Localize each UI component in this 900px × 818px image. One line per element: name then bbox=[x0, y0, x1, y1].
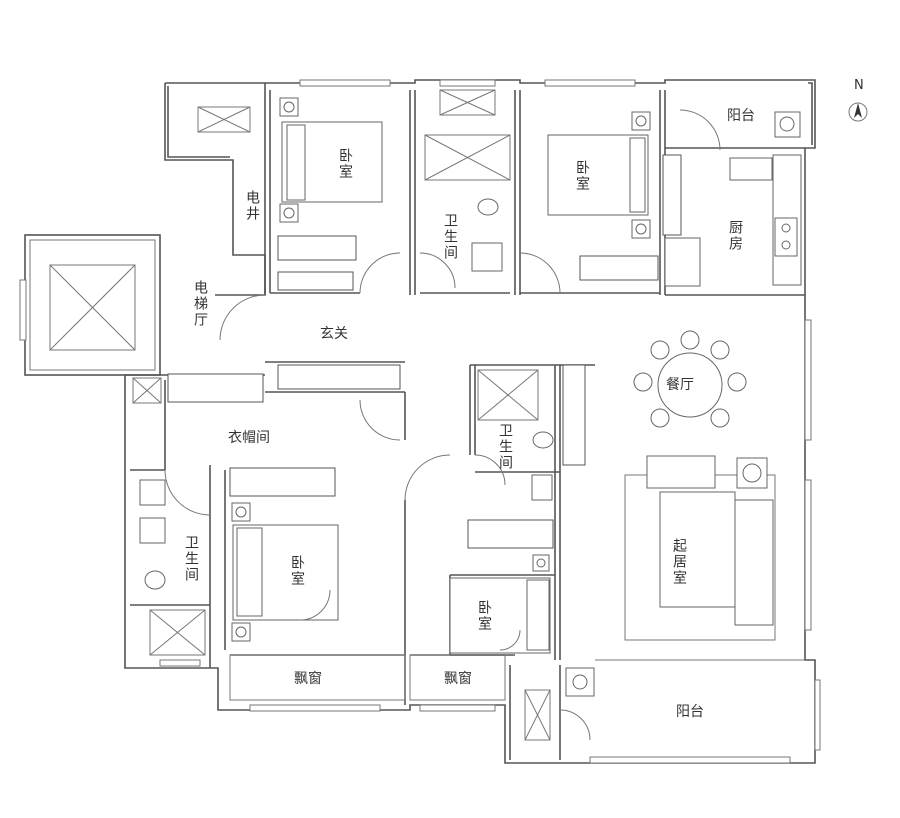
elevator bbox=[49, 264, 136, 351]
room-balcony-top: 阳台 bbox=[727, 108, 755, 124]
nightstands bbox=[231, 97, 651, 642]
room-elevator-hall: 电梯厅 bbox=[192, 280, 208, 328]
room-living: 起居室 bbox=[671, 538, 687, 586]
room-elevator-shaft: 电井 bbox=[244, 190, 260, 222]
bay-windows bbox=[229, 654, 506, 701]
room-bay-window-mid: 飘窗 bbox=[444, 671, 472, 687]
room-balcony-bottom: 阳台 bbox=[676, 704, 704, 720]
beds bbox=[232, 121, 649, 654]
living-furniture bbox=[565, 455, 776, 697]
room-bedroom-bottom-left: 卧室 bbox=[289, 555, 305, 587]
room-bay-window-left: 飘窗 bbox=[294, 671, 322, 687]
bathroom-fixtures bbox=[139, 134, 554, 656]
exterior-walls bbox=[24, 79, 816, 764]
room-bathroom-left: 卫生间 bbox=[183, 535, 199, 583]
room-bedroom-top-right: 卧室 bbox=[574, 160, 590, 192]
room-bathroom-mid: 卫生间 bbox=[497, 423, 513, 471]
room-dining: 餐厅 bbox=[666, 377, 694, 393]
room-bathroom-top: 卫生间 bbox=[442, 213, 458, 261]
room-entrance: 玄关 bbox=[320, 326, 348, 342]
interior-walls bbox=[130, 83, 805, 760]
room-cloakroom: 衣帽间 bbox=[228, 430, 270, 446]
shafts bbox=[132, 89, 551, 741]
room-bedroom-top-left: 卧室 bbox=[337, 148, 353, 180]
doors bbox=[164, 109, 721, 741]
compass-icon bbox=[848, 102, 868, 122]
windows bbox=[19, 79, 821, 764]
compass-label: N bbox=[854, 78, 864, 93]
kitchen-fixtures bbox=[664, 111, 802, 287]
dining-table bbox=[633, 330, 747, 428]
room-bedroom-bottom-mid: 卧室 bbox=[476, 600, 492, 632]
room-kitchen: 厨房 bbox=[727, 220, 743, 252]
wardrobes bbox=[167, 154, 682, 549]
